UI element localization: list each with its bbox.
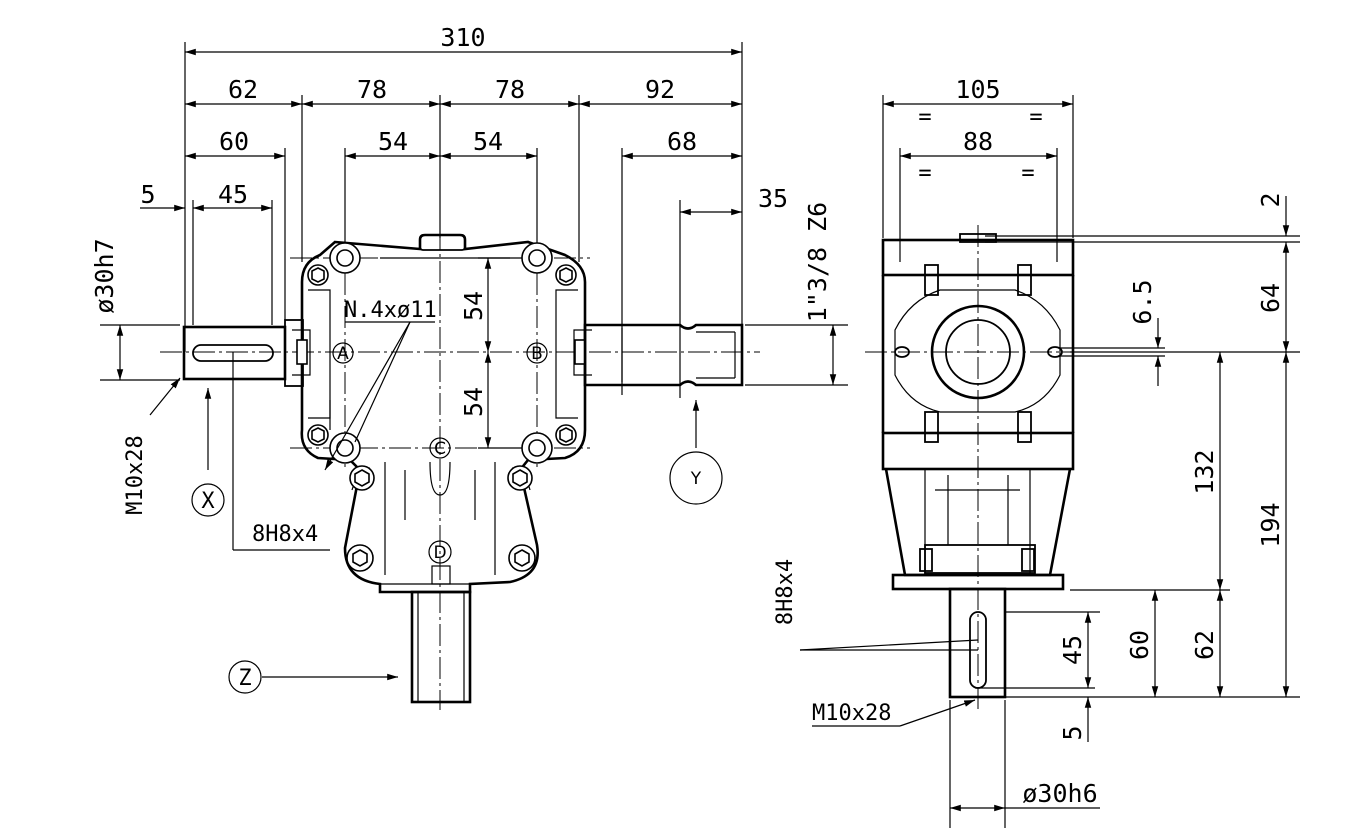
front-view: A B C D X Y Z 310 62 78 78 92 60 54 bbox=[90, 23, 848, 710]
dim-thread: 1"3/8 Z6 bbox=[803, 202, 832, 322]
holes-leader bbox=[324, 321, 435, 471]
marker-B: B bbox=[531, 344, 543, 364]
dim-2: 2 bbox=[1256, 192, 1285, 207]
housing-bolts bbox=[296, 242, 586, 572]
position-markers: A B C D bbox=[332, 342, 548, 564]
dim-78-right: 78 bbox=[495, 75, 525, 104]
dim-54-upper: 54 bbox=[459, 291, 488, 321]
note-key-left: 8H8x4 bbox=[252, 522, 318, 547]
eq-mark-2: = bbox=[1029, 105, 1042, 130]
left-input-shaft bbox=[182, 319, 330, 551]
note-screw-left: M10x28 bbox=[123, 435, 148, 514]
note-holes: N.4xø11 bbox=[344, 298, 437, 323]
marker-A: A bbox=[337, 344, 349, 364]
dim-62-side: 62 bbox=[1190, 630, 1219, 660]
side-dimension-texts: 105 88 2 64 6.5 132 194 45 60 62 5 ø30h6… bbox=[773, 75, 1285, 808]
side-centerlines bbox=[865, 225, 1080, 710]
view-marker-Y: Y bbox=[690, 469, 702, 489]
symmetry-marks: = = = = bbox=[918, 105, 1042, 186]
right-spline-shaft bbox=[583, 323, 744, 387]
dim-60: 60 bbox=[219, 127, 249, 156]
dim-45: 45 bbox=[218, 180, 248, 209]
front-dimension-texts: 310 62 78 78 92 60 54 54 68 5 45 35 1"3/… bbox=[90, 23, 832, 547]
dim-68: 68 bbox=[667, 127, 697, 156]
bottom-output-shaft bbox=[410, 590, 472, 704]
dim-105: 105 bbox=[955, 75, 1000, 104]
dim-310: 310 bbox=[440, 23, 485, 52]
dim-64: 64 bbox=[1256, 283, 1285, 313]
dim-shaft-dia-side: ø30h6 bbox=[1022, 779, 1097, 808]
dim-132: 132 bbox=[1190, 449, 1219, 494]
view-marker-X: X bbox=[201, 489, 215, 514]
eq-mark-3: = bbox=[918, 161, 931, 186]
dim-35: 35 bbox=[758, 184, 788, 213]
marker-C: C bbox=[434, 439, 446, 459]
dim-54-left: 54 bbox=[378, 127, 408, 156]
side-bottom-shaft bbox=[799, 587, 1007, 727]
dim-60-side: 60 bbox=[1125, 630, 1154, 660]
dim-54-lower: 54 bbox=[459, 387, 488, 417]
eq-mark-4: = bbox=[1021, 161, 1034, 186]
side-view: = = = = 105 88 2 64 6.5 132 194 45 60 62… bbox=[773, 75, 1300, 828]
dim-88: 88 bbox=[963, 127, 993, 156]
dim-92: 92 bbox=[645, 75, 675, 104]
dim-5-side: 5 bbox=[1058, 725, 1087, 740]
dim-78-left: 78 bbox=[357, 75, 387, 104]
marker-D: D bbox=[433, 543, 446, 563]
dim-5: 5 bbox=[140, 180, 155, 209]
dim-shaft-dia-left: ø30h7 bbox=[90, 238, 119, 313]
gearbox-housing bbox=[292, 233, 592, 594]
dim-6-5: 6.5 bbox=[1128, 279, 1157, 324]
dim-54-right: 54 bbox=[473, 127, 503, 156]
dim-194: 194 bbox=[1256, 502, 1285, 547]
side-extension-lines bbox=[882, 95, 1300, 828]
note-key-side: 8H8x4 bbox=[773, 559, 798, 625]
front-dimension-lines bbox=[100, 48, 848, 449]
dim-45-side: 45 bbox=[1058, 635, 1087, 665]
side-dimension-lines bbox=[883, 100, 1290, 812]
view-arrows: X Y Z bbox=[149, 377, 723, 694]
eq-mark-1: = bbox=[918, 105, 931, 130]
dim-62: 62 bbox=[228, 75, 258, 104]
view-marker-Z: Z bbox=[238, 666, 251, 691]
note-screw-side: M10x28 bbox=[812, 701, 891, 726]
